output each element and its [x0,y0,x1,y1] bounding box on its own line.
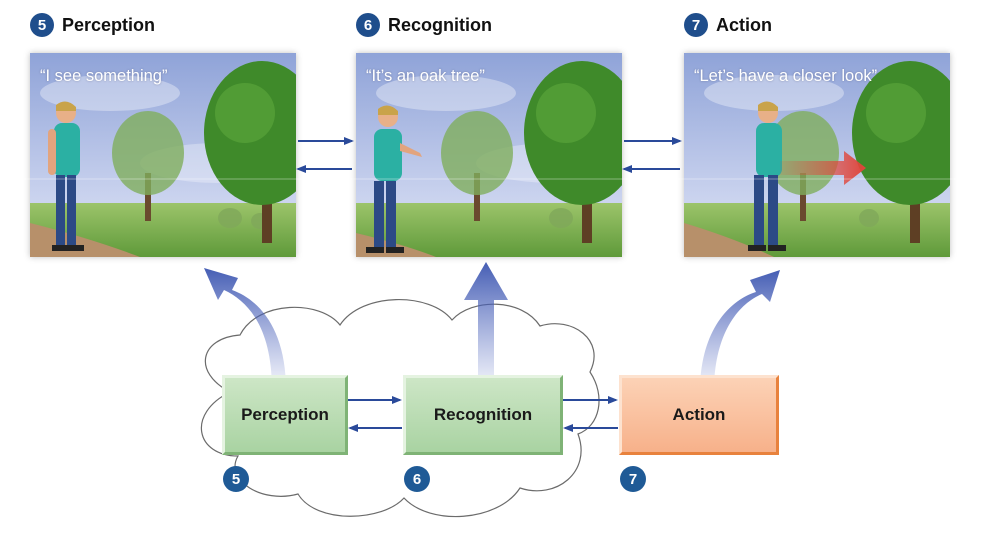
scene-panel-recognition: “It’s an oak tree” [356,53,622,257]
thought-quote: “I see something” [40,67,168,85]
scene-panel-action: “Let’s have a closer look” [684,53,950,257]
heading-label: Recognition [388,14,492,35]
red-direction-arrow [780,151,866,185]
heading-label: Action [716,14,772,35]
step-number-badge: 7 [684,13,708,37]
step-circle-6: 6 [404,466,430,492]
step-number-badge: 5 [30,13,54,37]
thought-quote: “It’s an oak tree” [366,67,485,85]
box-recognition: Recognition [403,375,563,455]
box-label: Recognition [433,405,533,424]
scene-illustration [30,53,296,257]
heading-recognition: 6 Recognition [356,12,492,38]
box-label: Action [672,405,726,424]
box-label: Perception [241,405,329,424]
scene-illustration [356,53,622,257]
upward-arrow-recognition [464,262,508,392]
step-circle-5: 5 [223,466,249,492]
heading-label: Perception [62,14,156,35]
box-perception: Perception [222,375,348,455]
heading-action: 7 Action [684,12,772,38]
scene-illustration [684,53,950,257]
upward-arrow-action [700,270,780,392]
step-circle-7: 7 [620,466,646,492]
heading-perception: 5 Perception [30,12,155,38]
box-action: Action [619,375,779,455]
cloud-outline [200,299,600,518]
step-number-badge: 6 [356,13,380,37]
thought-quote: “Let’s have a closer look” [694,67,878,85]
scene-panel-perception: “I see something” [30,53,296,257]
